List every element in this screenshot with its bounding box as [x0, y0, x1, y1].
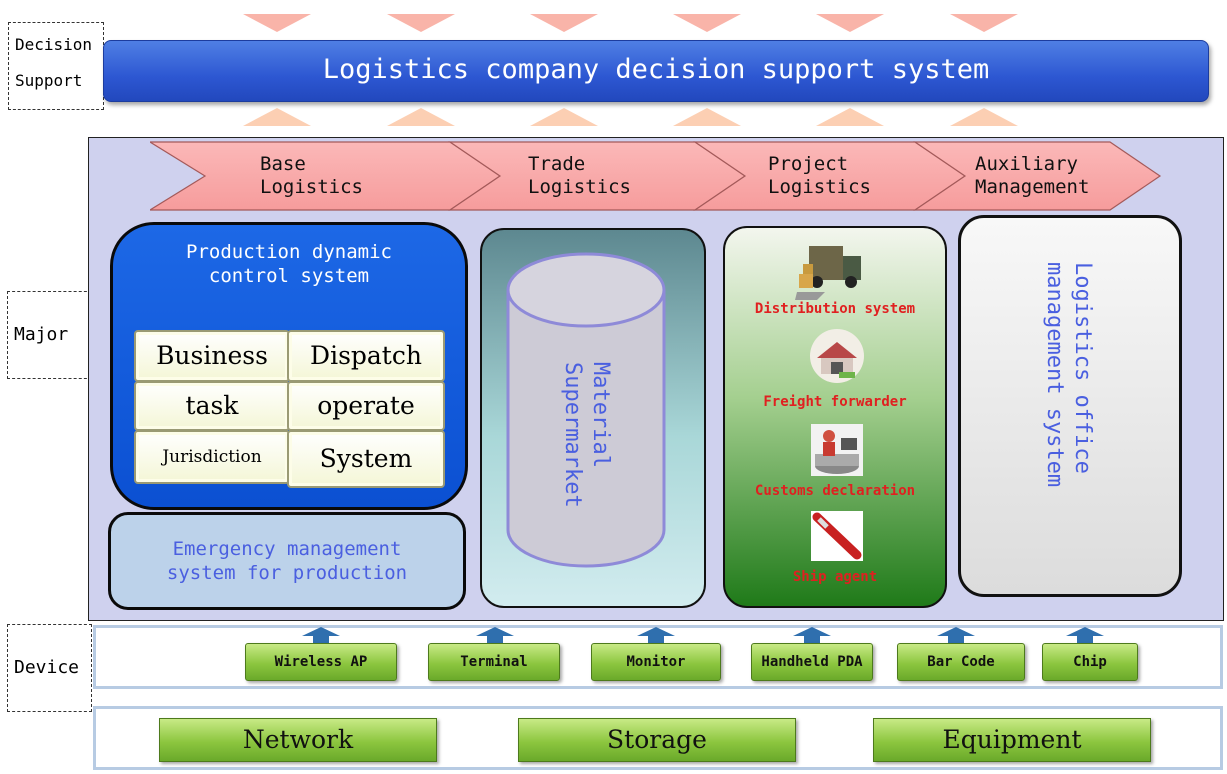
chevron-label-project: Project Logistics [768, 153, 871, 199]
ship-agent-label: Ship agent [792, 569, 878, 585]
device-handheld-pda: Handheld PDA [751, 643, 873, 681]
arrow-down-icon [243, 14, 311, 32]
chevron-label-auxiliary: Auxiliary Management [975, 153, 1089, 199]
production-title-line1: Production dynamic [186, 241, 392, 263]
chevron-base-line2: Logistics [260, 176, 363, 198]
decision-label-line1: Decision [15, 35, 93, 54]
base-storage: Storage [518, 718, 796, 762]
chevron-label-base: Base Logistics [260, 153, 363, 199]
major-label-text: Major [14, 324, 69, 345]
arrow-down-icon [530, 14, 598, 32]
arrow-down-icon [950, 14, 1018, 32]
cell-jurisdiction: Jurisdiction [134, 430, 290, 484]
chevron-auxiliary-line2: Management [975, 176, 1090, 198]
device-terminal: Terminal [428, 643, 560, 681]
base-network: Network [159, 718, 437, 762]
logistics-chevrons [150, 141, 1162, 211]
decision-support-label: Decision Support [8, 22, 104, 110]
arrow-up-icon [950, 108, 1018, 126]
office-management-label: Logistics office management system [1040, 262, 1096, 552]
chevron-trade-line1: Trade [528, 153, 586, 175]
arrow-up-icon [302, 627, 340, 645]
freight-forwarder-label: Freight forwarder [763, 394, 907, 410]
major-label: Major [7, 291, 92, 379]
distribution-system-label: Distribution system [754, 301, 916, 317]
arrow-up-icon [793, 627, 831, 645]
arrow-down-icon [673, 14, 741, 32]
device-label-text: Device [14, 657, 80, 678]
production-title-line2: control system [208, 265, 370, 287]
chevron-project-line1: Project [768, 153, 849, 175]
decision-label-line2: Support [15, 71, 83, 90]
arrow-up-icon [530, 108, 598, 126]
chevron-auxiliary [913, 141, 1162, 211]
emergency-management-box: Emergency management system for producti… [108, 512, 466, 610]
arrow-up-icon [673, 108, 741, 126]
customs-declaration-label: Customs declaration [754, 483, 916, 499]
chevron-trade-line2: Logistics [528, 176, 631, 198]
warehouse-icon [810, 329, 864, 383]
cell-dispatch: Dispatch [287, 330, 445, 382]
arrow-up-icon [1066, 627, 1104, 645]
emergency-line1: Emergency management [172, 538, 402, 560]
emergency-line2: system for production [166, 562, 408, 584]
device-chip: Chip [1042, 643, 1138, 681]
cell-business: Business [134, 330, 290, 382]
arrow-up-icon [243, 108, 311, 126]
cell-task: task [134, 381, 290, 431]
project-logistics-box: Distribution system Freight forwarder Cu… [723, 226, 947, 608]
arrow-down-icon [387, 14, 455, 32]
office-management-box [958, 215, 1182, 597]
chevron-auxiliary-line1: Auxiliary [975, 153, 1078, 175]
customs-officer-icon [811, 424, 863, 476]
device-label: Device [7, 624, 92, 712]
material-line1: Material [588, 362, 613, 468]
ship-icon [811, 511, 863, 561]
cylinder-icon [506, 252, 666, 568]
chevron-base-line1: Base [260, 153, 306, 175]
cell-system: System [287, 430, 445, 488]
arrow-up-icon [476, 627, 514, 645]
office-line2: management system [1042, 262, 1067, 488]
office-line1: Logistics office [1070, 262, 1095, 474]
device-bar-code: Bar Code [897, 643, 1025, 681]
production-title: Production dynamic control system [113, 240, 465, 288]
material-line2: Supermarket [560, 362, 585, 508]
device-wireless-ap: Wireless AP [245, 643, 397, 681]
arrow-down-icon [816, 14, 884, 32]
arrow-up-icon [387, 108, 455, 126]
chevron-project-line2: Logistics [768, 176, 871, 198]
arrow-up-icon [937, 627, 975, 645]
chevron-label-trade: Trade Logistics [528, 153, 631, 199]
material-supermarket-label: Material Supermarket [558, 362, 614, 542]
device-monitor: Monitor [591, 643, 721, 681]
cell-operate: operate [287, 381, 445, 431]
decision-support-bar: Logistics company decision support syste… [103, 40, 1209, 102]
base-equipment: Equipment [873, 718, 1151, 762]
arrow-up-icon [816, 108, 884, 126]
truck-icon [795, 246, 861, 300]
arrow-up-icon [637, 627, 675, 645]
